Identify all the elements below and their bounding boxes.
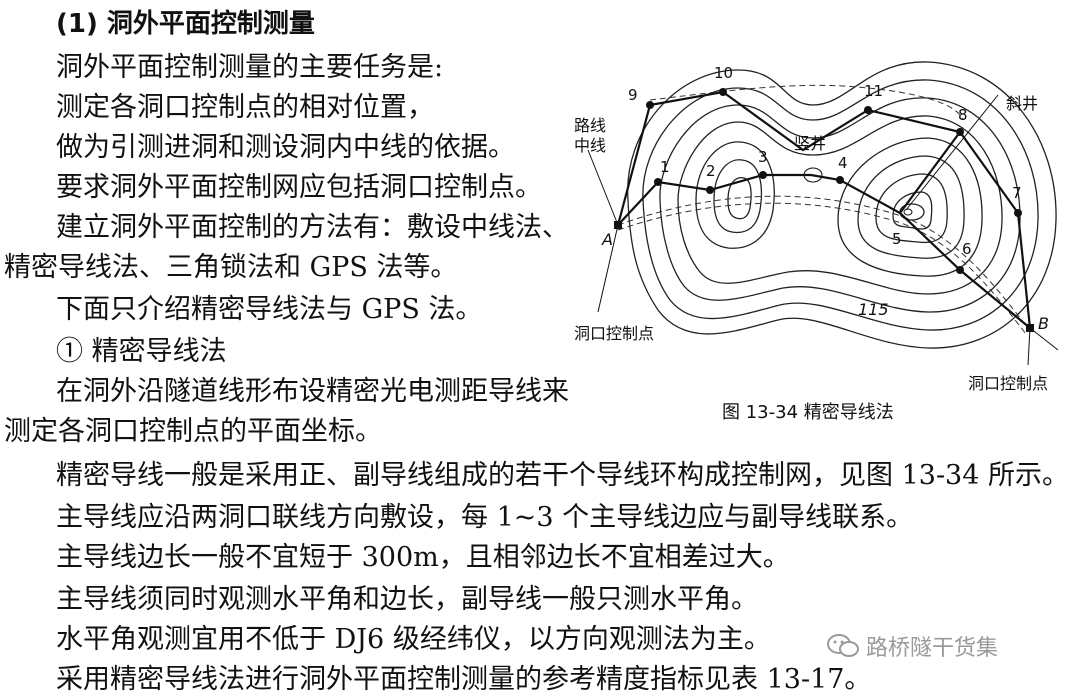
route-label: 中线 xyxy=(574,136,607,155)
station-label: 9 xyxy=(628,86,638,104)
station-label: 2 xyxy=(706,162,716,180)
contour-value: 115 xyxy=(858,300,889,319)
contour-map xyxy=(587,61,1059,366)
body-line: 水平角观测宜用不低于 DJ6 级经纬仪，以方向观测法为主。 xyxy=(56,624,771,655)
body-line: 精密导线一般是采用正、副导线组成的若干个导线环构成控制网，见图 13-34 所示… xyxy=(56,460,1069,491)
station-label: 4 xyxy=(838,154,848,172)
station-label: 5 xyxy=(892,230,902,248)
point-A: A xyxy=(602,230,613,249)
point-B: B xyxy=(1038,314,1049,333)
station-label: 1 xyxy=(660,158,670,176)
station-label: 8 xyxy=(958,106,968,124)
intro-line: 做为引测进洞和测设洞内中线的依据。 xyxy=(56,132,515,163)
vertical-shaft-label: 竖井 xyxy=(794,134,827,153)
body-line: 采用精密导线法进行洞外平面控制测量的参考精度指标见表 13-17。 xyxy=(56,664,872,695)
intro-line: 测定各洞口控制点的平面坐标。 xyxy=(4,416,382,447)
station-label: 11 xyxy=(864,82,884,100)
method-subheading: ① 精密导线法 xyxy=(56,336,227,367)
watermark-text: 路桥隧干货集 xyxy=(866,636,999,661)
intro-line: 洞外平面控制测量的主要任务是: xyxy=(56,52,444,83)
intro-line: 建立洞外平面控制的方法有：敷设中线法、 xyxy=(56,212,569,243)
inclined-shaft-label: 斜井 xyxy=(1006,94,1039,113)
route-label: 路线 xyxy=(574,116,607,135)
traverse-figure: 路线 中线 竖井 斜井 洞口控制点 洞口控制点 115 A B 1 2 3 4 … xyxy=(568,50,1073,395)
portal-label: 洞口控制点 xyxy=(968,374,1049,393)
body-line: 主导线应沿两洞口联线方向敷设，每 1~3 个主导线边应与副导线联系。 xyxy=(56,502,914,533)
intro-line: 精密导线法、三角锁法和 GPS 法等。 xyxy=(4,252,458,283)
body-line: 主导线须同时观测水平角和边长，副导线一般只测水平角。 xyxy=(56,584,758,615)
figure-caption: 图 13-34 精密导线法 xyxy=(722,402,894,423)
intro-line: 下面只介绍精密导线法与 GPS 法。 xyxy=(56,294,483,325)
station-label: 6 xyxy=(962,240,972,258)
intro-line: 在洞外沿隧道线形布设精密光电测距导线来 xyxy=(56,376,569,407)
intro-line: 测定各洞口控制点的相对位置， xyxy=(56,92,434,123)
station-label: 7 xyxy=(1012,184,1022,202)
station-label: 10 xyxy=(714,64,734,82)
intro-line: 要求洞外平面控制网应包括洞口控制点。 xyxy=(56,172,542,203)
portal-label: 洞口控制点 xyxy=(574,324,655,343)
station-label: 3 xyxy=(758,148,768,166)
wechat-icon xyxy=(827,634,859,657)
body-line: 主导线边长一般不宜短于 300m，且相邻边长不宜相差过大。 xyxy=(56,542,790,573)
section-heading: (1) 洞外平面控制测量 xyxy=(56,9,315,39)
